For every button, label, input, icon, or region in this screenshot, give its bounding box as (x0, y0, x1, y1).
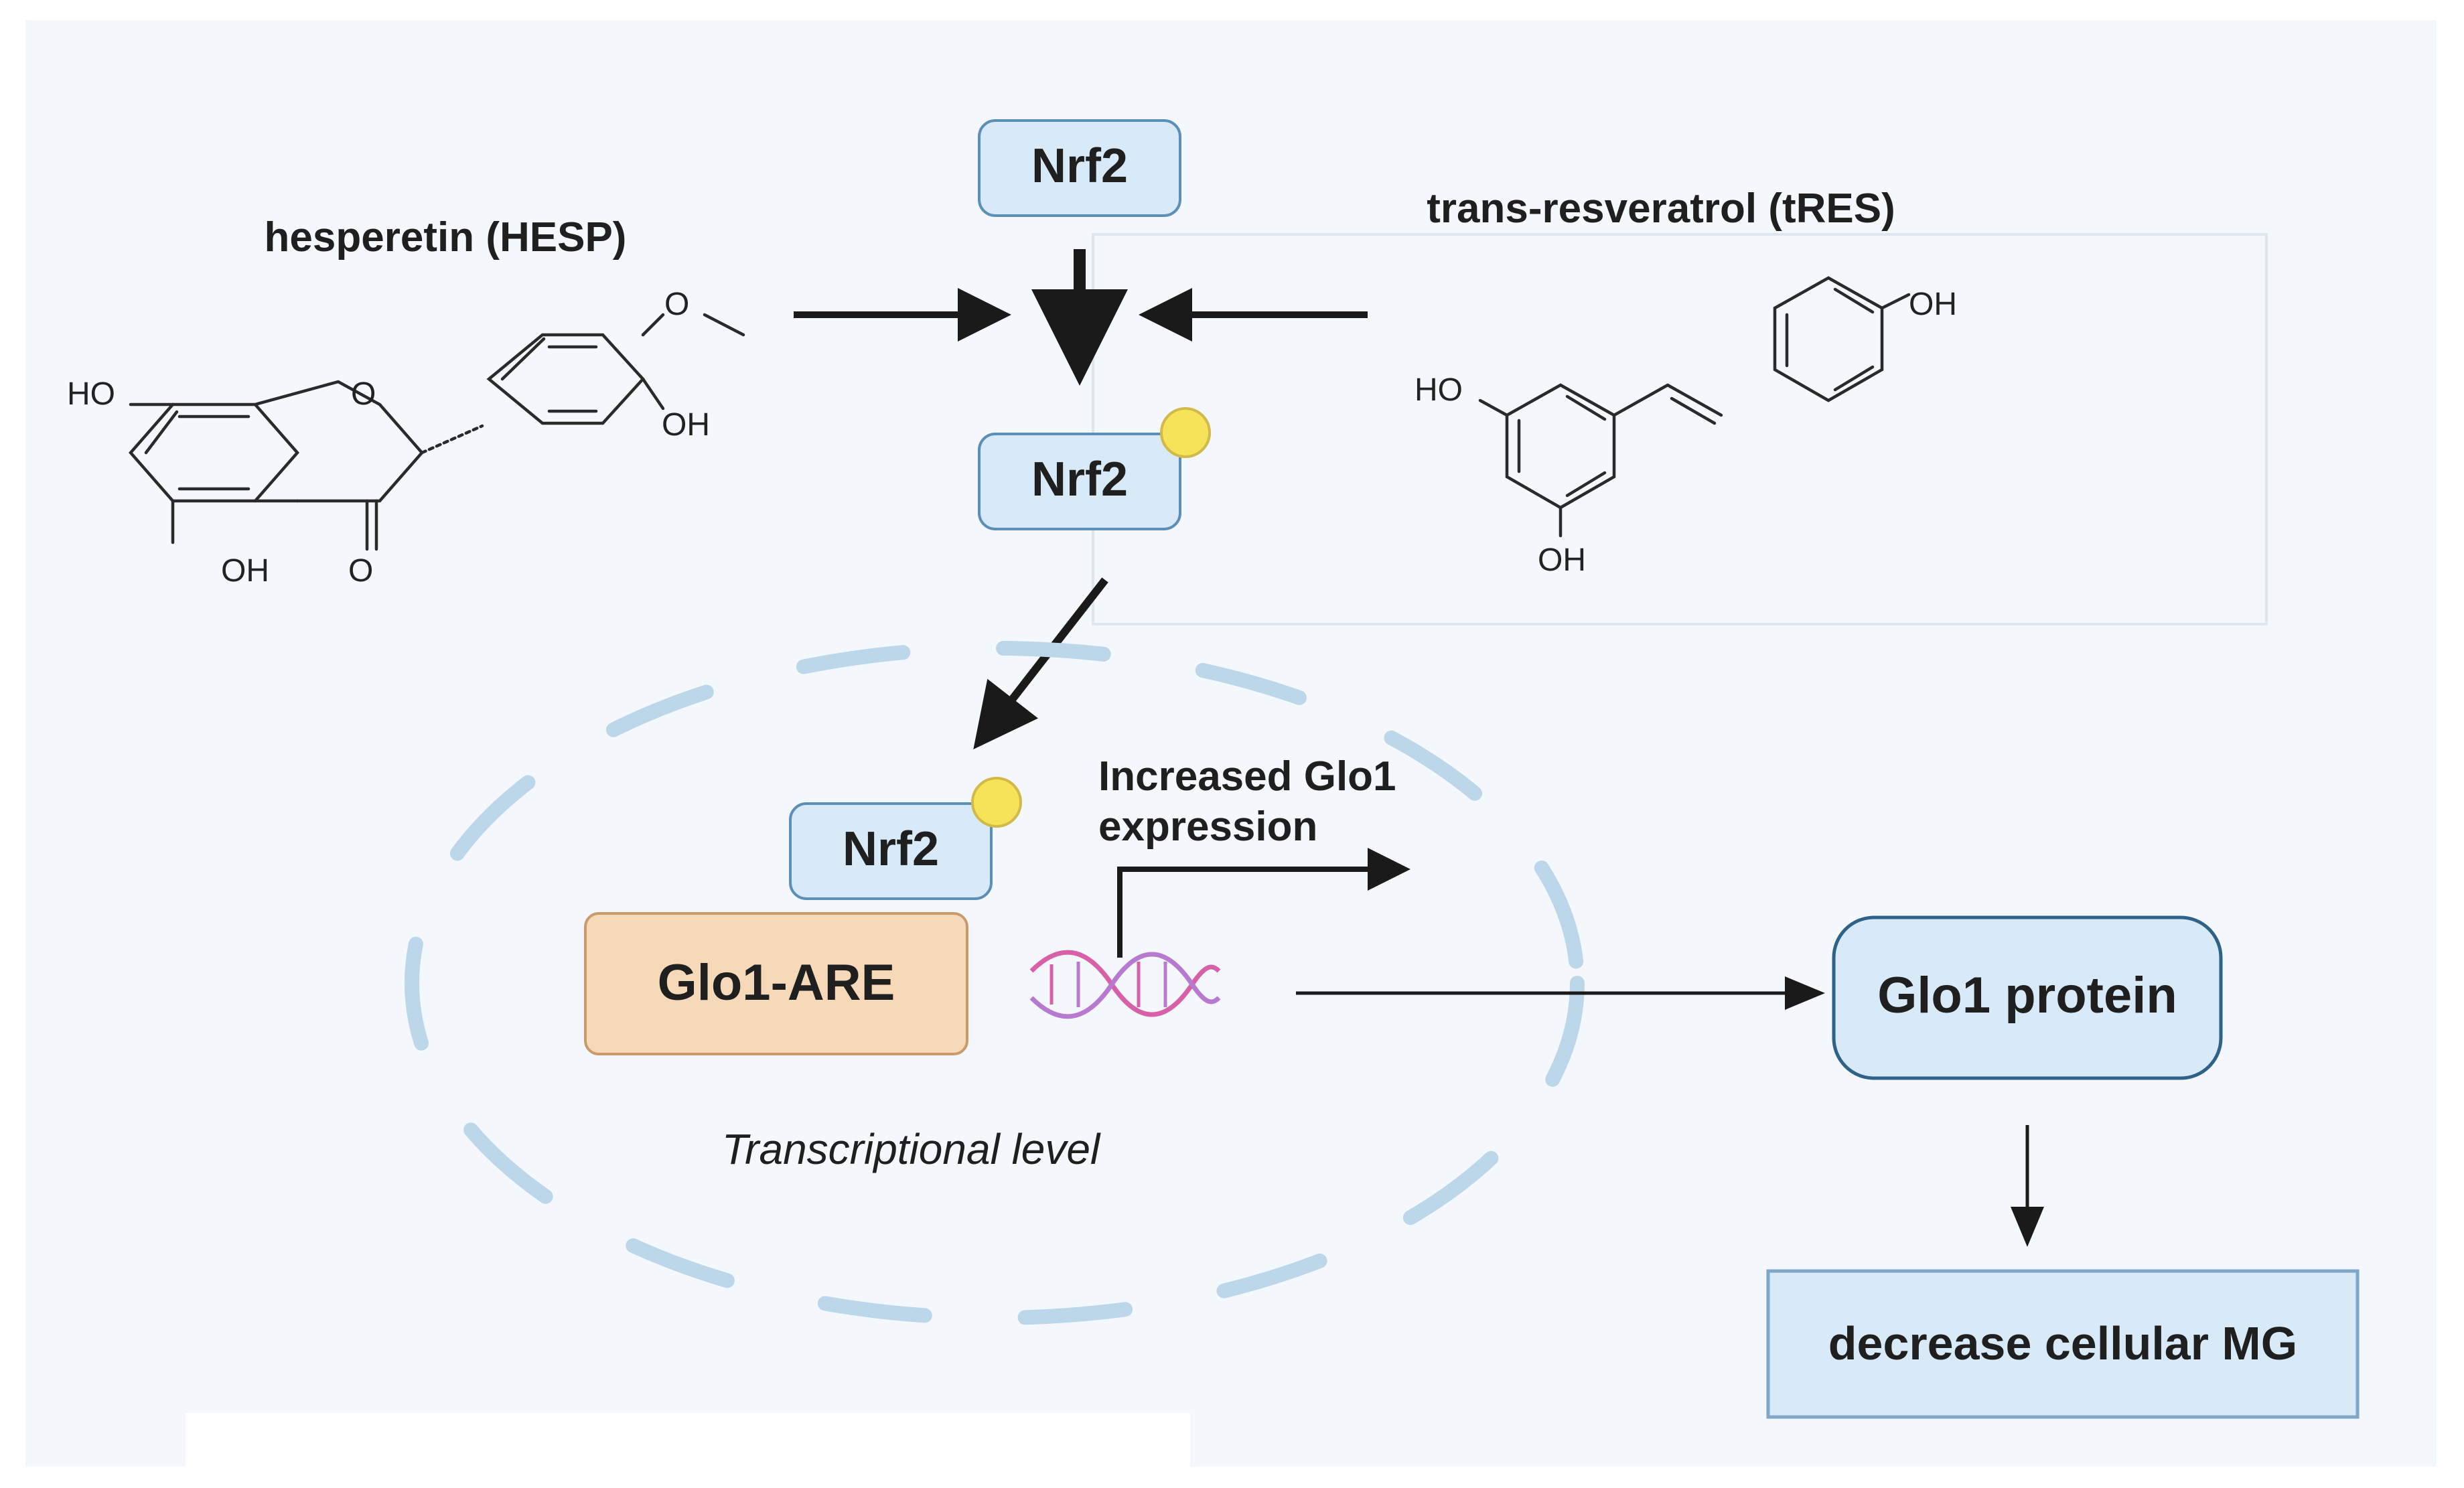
glo1-protein-box (1832, 915, 2223, 1080)
hesp-oh5-label: OH (221, 553, 269, 589)
hesperetin-structure: hesperetin (HESP) HO OH O O OH O (67, 214, 745, 589)
tres-oh4p-label: OH (1909, 287, 1957, 322)
dna-icon (1029, 950, 1221, 1019)
hesp-oh3p-label: OH (662, 407, 710, 443)
transcriptional-level-label: Transcriptional level (722, 1125, 1101, 1173)
increased-expression-line2: expression (1098, 804, 1317, 850)
increased-expression-line1: Increased Glo1 (1098, 753, 1396, 800)
nrf2-nuclear-label: Nrf2 (843, 822, 939, 876)
glo1-are-box (584, 912, 968, 1055)
nrf2-phospho-box (978, 433, 1181, 530)
decrease-mg-box (1766, 1269, 2360, 1419)
glo1-protein-label: Glo1 protein (1877, 967, 2177, 1024)
tres-structure-frame (1092, 233, 2268, 625)
tres-oh5-label: OH (1538, 542, 1586, 578)
nrf2-inactive-label: Nrf2 (1031, 139, 1128, 193)
hesp-oh7-label: HO (67, 376, 115, 412)
decrease-mg-label: decrease cellular MG (1828, 1317, 2297, 1369)
hesp-carbonyl-label: O (348, 553, 373, 589)
nrf2-translocation-arrow (973, 577, 1108, 749)
nrf2-inactive-box (978, 119, 1181, 217)
phosphate-dot-2 (971, 777, 1022, 828)
nrf2-phospho-label: Nrf2 (1031, 453, 1128, 506)
resveratrol-structure: trans-resveratrol (tRES) HO OH OH (1415, 185, 1957, 578)
expression-arrow (1117, 848, 1410, 958)
resveratrol-label: trans-resveratrol (tRES) (1427, 185, 1895, 232)
glo1-are-label: Glo1-ARE (658, 954, 895, 1011)
tres-oh3-label: HO (1415, 372, 1463, 408)
hesperetin-label: hesperetin (HESP) (265, 214, 627, 261)
nucleus-boundary (405, 641, 1585, 1325)
white-strip (186, 1413, 1190, 1488)
nrf2-nuclear-box (789, 802, 993, 900)
hesp-ring-oxygen-label: O (351, 376, 376, 412)
phosphate-dot-1 (1160, 407, 1211, 458)
hesp-methoxy-o-label: O (664, 287, 689, 322)
